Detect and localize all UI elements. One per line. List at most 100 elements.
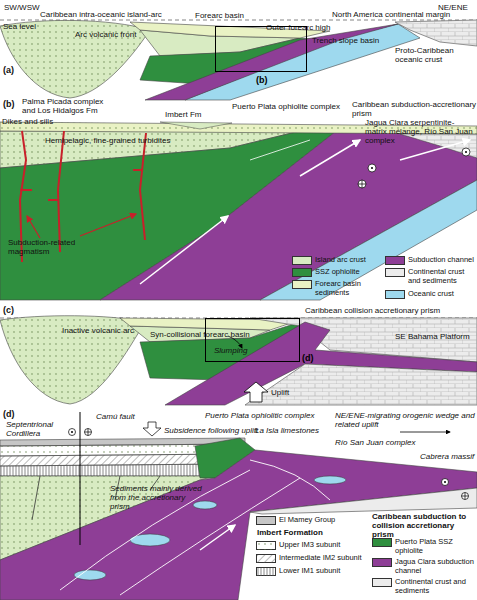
flow-arrow bbox=[200, 525, 235, 550]
into-page-cross bbox=[85, 429, 92, 436]
oceanic-lens bbox=[74, 570, 106, 580]
inset-box: (b) bbox=[215, 26, 307, 72]
text-label: Arc volcanic front bbox=[75, 30, 165, 39]
continental-crust bbox=[245, 364, 477, 405]
text-label: Trench slope basin bbox=[312, 36, 382, 45]
legend-text: Continental crust and sediments bbox=[395, 578, 475, 595]
legend-text: Lower IM1 subunit bbox=[279, 567, 369, 576]
legend-swatch bbox=[385, 256, 405, 265]
oceanic-crust bbox=[260, 180, 477, 300]
text-label: Forearc basin bbox=[195, 11, 265, 20]
legend-text: Intermediate IM2 subunit bbox=[279, 554, 369, 563]
subduction-channel bbox=[0, 450, 477, 600]
out-of-page-dot bbox=[444, 481, 446, 483]
text-label: Imbert Fm bbox=[165, 110, 215, 119]
into-page-symbol bbox=[462, 493, 469, 500]
text-label: Outer forearc high bbox=[266, 23, 346, 32]
text-label: Puerto Plata ophiolitic complex bbox=[205, 411, 330, 420]
continental-crust bbox=[400, 134, 477, 158]
text-label: Camú fault bbox=[96, 412, 146, 421]
legend-swatch bbox=[256, 567, 276, 576]
subduction-channel bbox=[100, 132, 477, 300]
swatch-fill bbox=[257, 568, 276, 576]
swatch-pattern bbox=[257, 555, 276, 563]
text-label: Caribbean subduction-accretionary prism bbox=[352, 100, 477, 118]
text-label: Proto-Caribbean oceanic crust bbox=[395, 46, 475, 64]
migration-arrow bbox=[400, 432, 450, 433]
out-of-page-symbol bbox=[442, 479, 449, 486]
swatch-pattern bbox=[257, 542, 276, 550]
flow-arrow bbox=[300, 140, 360, 176]
legend-swatch bbox=[385, 290, 405, 299]
magmatism-arrow bbox=[80, 214, 136, 236]
text-label: (b) bbox=[3, 100, 23, 109]
shear-line bbox=[250, 140, 310, 160]
legend-swatch bbox=[256, 516, 276, 525]
inset-label: (b) bbox=[256, 75, 268, 85]
legend-swatch bbox=[292, 268, 312, 277]
inactive-arc bbox=[0, 316, 145, 404]
into-page-cross bbox=[358, 180, 366, 188]
text-label: Sea level bbox=[3, 22, 53, 31]
legend-text: El Mamey Group bbox=[279, 516, 369, 525]
legend-text: Continental crust and sediments bbox=[408, 268, 477, 285]
arc-dots bbox=[0, 316, 145, 404]
swatch-fill bbox=[257, 542, 276, 550]
legend-swatch bbox=[385, 268, 405, 277]
text-label: Jagua Clara serpentinite-matrix mélange,… bbox=[365, 118, 475, 145]
text-label: Caribbean collision accretionary prism bbox=[305, 306, 475, 315]
text-label: Puerto Plata ophiolite complex bbox=[232, 102, 352, 111]
legend-text: Forearc basin sediments bbox=[315, 280, 385, 297]
out-of-page-symbol bbox=[462, 148, 470, 156]
text-label: La Isla limestones bbox=[255, 426, 335, 435]
text-label: Inactive volcanic arc bbox=[62, 326, 142, 335]
legend-text: Subduction channel bbox=[408, 256, 477, 265]
into-page-symbol bbox=[358, 180, 366, 188]
text-label: Palma Picada complex and Los Hidalgos Fm bbox=[22, 97, 117, 115]
camu-fault bbox=[80, 412, 81, 545]
text-label: Cabrera massif bbox=[420, 452, 476, 461]
text-label: Caribbean intra-oceanic island-arc bbox=[40, 10, 190, 19]
swatch-fill bbox=[257, 555, 276, 563]
continental-brick bbox=[245, 364, 477, 405]
legend-swatch bbox=[372, 558, 392, 567]
text-label: Dikes and sills bbox=[2, 117, 72, 126]
text-label: Uplift bbox=[271, 388, 311, 397]
out-of-page-dot bbox=[465, 151, 467, 153]
legend-swatch bbox=[292, 256, 312, 265]
text-label: Subduction-related magmatism bbox=[8, 238, 83, 256]
text-label: NE/ENE-migrating orogenic wedge and rela… bbox=[335, 411, 475, 429]
legend-text: Island arc crust bbox=[315, 256, 385, 265]
text-label: Slumping bbox=[214, 346, 264, 355]
text-label: SE Bahama Platform bbox=[395, 332, 475, 341]
text-label: Sediments mainly derived from the accret… bbox=[110, 484, 205, 511]
inset-box: (d) bbox=[205, 318, 300, 362]
oceanic-lens bbox=[193, 501, 217, 509]
text-label: Septentrional Cordillera bbox=[6, 420, 74, 438]
text-label: (a) bbox=[3, 66, 23, 75]
magmatism-arrow bbox=[27, 216, 40, 238]
continental-margin bbox=[395, 20, 477, 46]
flow-arrow bbox=[400, 140, 470, 160]
subduction-channel bbox=[145, 24, 398, 100]
legend-swatch bbox=[372, 578, 392, 587]
text-label: (c) bbox=[3, 306, 23, 315]
out-of-page-symbol bbox=[368, 164, 376, 172]
legend-swatch bbox=[292, 280, 312, 289]
text-label: (d) bbox=[3, 410, 23, 419]
imbert-wedge bbox=[160, 122, 232, 129]
text-label: Río San Juan complex bbox=[335, 438, 430, 447]
swatch-pattern bbox=[257, 568, 276, 576]
out-of-page-dot bbox=[71, 431, 73, 433]
legend-text: SSZ ophiolite bbox=[315, 268, 385, 277]
inset-label: (d) bbox=[302, 353, 314, 363]
text-label: Caribbean subduction to collision accret… bbox=[372, 512, 477, 539]
text-label: North America continental margin bbox=[332, 10, 477, 19]
into-page-cross bbox=[462, 493, 469, 500]
continental-brick bbox=[400, 134, 477, 158]
im1-subunit bbox=[0, 464, 225, 476]
text-label: Imbert Formation bbox=[257, 528, 357, 537]
legend-text: Jagua Clara subduction channel bbox=[395, 558, 475, 575]
